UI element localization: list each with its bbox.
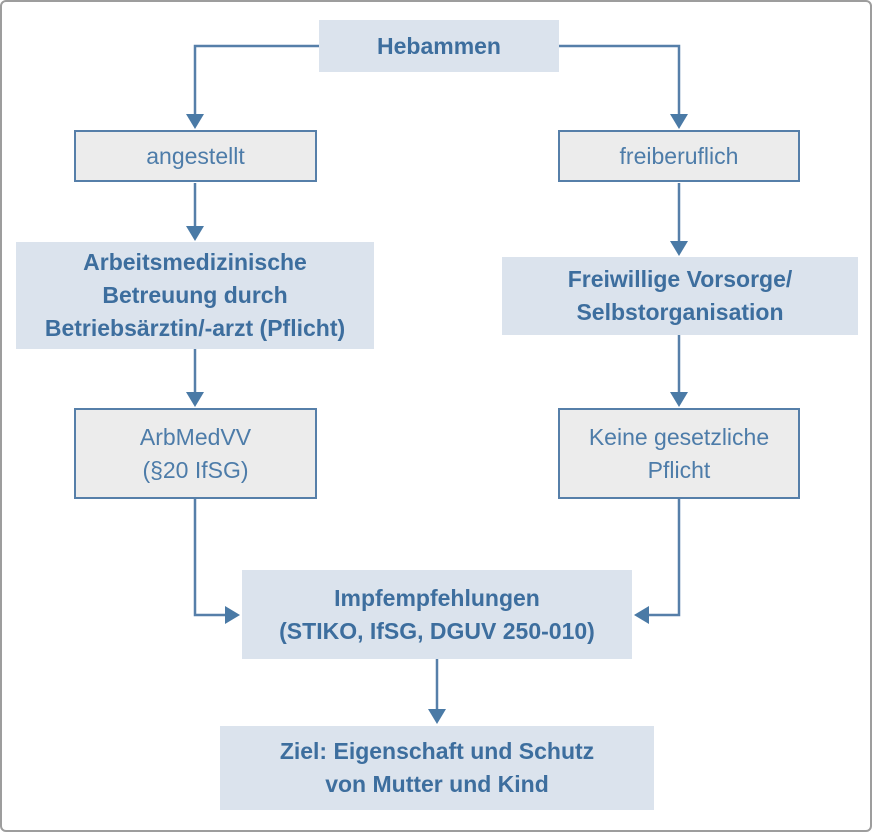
node-label: Pflicht	[647, 456, 711, 483]
node-ziel: Ziel: Eigenschaft und Schutz von Mutter …	[220, 726, 654, 810]
node-arbeitsmedizinische-betreuung: Arbeitsmedizinische Betreuung durch Betr…	[16, 242, 374, 349]
connector-freiwillige-to-keine-pflicht	[670, 335, 688, 407]
connector-arbeitsmed-to-arbmedvv	[186, 349, 204, 407]
node-keine-gesetzliche-pflicht: Keine gesetzliche Pflicht	[558, 408, 800, 499]
node-label: Impfempfehlungen	[334, 584, 540, 611]
connector-arbmedvv-to-impfempfehlungen	[193, 499, 240, 624]
node-freiwillige-vorsorge: Freiwillige Vorsorge/ Selbstorganisation	[502, 257, 858, 335]
arrowhead-down-icon	[186, 392, 204, 407]
arrowhead-down-icon	[428, 709, 446, 724]
node-label: Selbstorganisation	[576, 299, 784, 325]
node-label: angestellt	[146, 142, 245, 169]
connector-freiberuflich-to-freiwillige	[670, 183, 688, 256]
node-angestellt: angestellt	[74, 130, 317, 182]
arrowhead-down-icon	[670, 241, 688, 256]
node-label: (STIKO, IfSG, DGUV 250-010)	[279, 617, 595, 644]
node-impfempfehlungen: Impfempfehlungen (STIKO, IfSG, DGUV 250-…	[242, 570, 632, 659]
arrowhead-down-icon	[670, 114, 688, 129]
node-label: Hebammen	[377, 32, 501, 59]
arrowhead-down-icon	[186, 226, 204, 241]
node-label: Freiwillige Vorsorge/	[567, 266, 793, 292]
node-label: ArbMedVV	[139, 423, 252, 450]
arrowhead-down-icon	[186, 114, 204, 129]
node-label: Betreuung durch	[102, 282, 288, 308]
node-arbmedvv: ArbMedVV (§20 IfSG)	[74, 408, 317, 499]
connector-hebammen-to-freiberuflich	[559, 44, 688, 129]
node-label: (§20 IfSG)	[142, 456, 249, 483]
arrowhead-left-icon	[634, 606, 649, 624]
node-label: Ziel: Eigenschaft und Schutz	[279, 738, 595, 764]
connector-impfempfehlungen-to-ziel	[428, 659, 446, 724]
node-label: Keine gesetzliche	[588, 423, 770, 450]
node-label: von Mutter und Kind	[325, 771, 549, 797]
node-freiberuflich: freiberuflich	[558, 130, 800, 182]
node-label: Arbeitsmedizinische	[83, 249, 307, 275]
node-label: freiberuflich	[619, 142, 739, 169]
connector-angestellt-to-arbeitsmed	[186, 183, 204, 241]
arrowhead-right-icon	[225, 606, 240, 624]
connector-keine-pflicht-to-impfempfehlungen	[634, 499, 681, 624]
node-hebammen: Hebammen	[319, 20, 559, 72]
node-label: Betriebsärztin/-arzt (Pflicht)	[44, 315, 346, 341]
arrowhead-down-icon	[670, 392, 688, 407]
connector-hebammen-to-angestellt	[186, 44, 319, 129]
